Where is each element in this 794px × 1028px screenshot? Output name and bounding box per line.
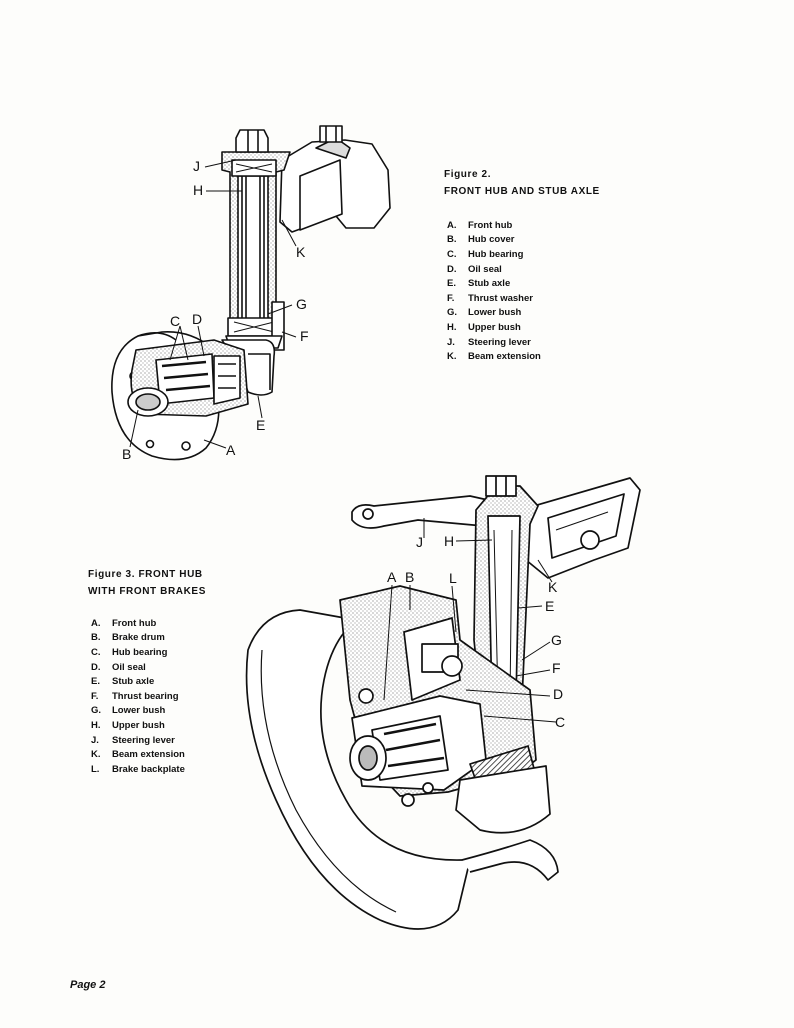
legend-key: C. bbox=[91, 646, 101, 658]
fig3-callout-k: K bbox=[548, 579, 558, 595]
fig2-callout-b: B bbox=[122, 446, 132, 462]
legend-text: Steering lever bbox=[468, 336, 531, 348]
fig2-callout-f: F bbox=[300, 328, 309, 344]
legend-item: G. Lower bush bbox=[447, 306, 541, 321]
fig3-callout-h: H bbox=[444, 533, 455, 549]
legend-key: E. bbox=[447, 278, 456, 290]
legend-text: Hub bearing bbox=[112, 646, 168, 658]
legend-key: E. bbox=[91, 676, 100, 688]
legend-key: F. bbox=[91, 690, 99, 702]
fig3-callout-d: D bbox=[553, 686, 564, 702]
legend-key: K. bbox=[91, 749, 101, 761]
legend-text: Brake backplate bbox=[112, 763, 185, 775]
legend-item: B. Brake drum bbox=[91, 631, 185, 646]
fig3-callout-l: L bbox=[449, 570, 457, 586]
legend-text: Stub axle bbox=[468, 278, 511, 290]
legend-item: E. Stub axle bbox=[91, 674, 185, 689]
fig2-callout-e: E bbox=[256, 417, 266, 433]
legend-key: D. bbox=[447, 263, 457, 275]
legend-item: F. Thrust bearing bbox=[91, 689, 185, 704]
fig2-callout-k: K bbox=[296, 244, 306, 260]
legend-text: Lower bush bbox=[112, 705, 166, 717]
figure3-leaders bbox=[383, 518, 557, 723]
fig2-callout-c: C bbox=[170, 313, 181, 329]
fig3-callout-f: F bbox=[552, 660, 561, 676]
legend-key: A. bbox=[447, 219, 457, 231]
legend-item: A. Front hub bbox=[91, 616, 185, 631]
figure3-drawing bbox=[245, 475, 641, 930]
fig3-callout-c: C bbox=[555, 714, 566, 730]
legend-key: H. bbox=[91, 719, 101, 731]
legend-text: Hub cover bbox=[468, 234, 515, 246]
legend-key: G. bbox=[91, 705, 102, 717]
legend-item: B. Hub cover bbox=[447, 233, 541, 248]
legend-key: D. bbox=[91, 661, 101, 673]
legend-item: G. Lower bush bbox=[91, 704, 185, 719]
legend-item: C. Hub bearing bbox=[91, 645, 185, 660]
legend-item: J. Steering lever bbox=[447, 335, 541, 350]
legend-item: E. Stub axle bbox=[447, 276, 541, 291]
legend-key: H. bbox=[447, 321, 457, 333]
legend-text: Front hub bbox=[468, 219, 513, 231]
fig2-callout-h: H bbox=[193, 182, 204, 198]
fig2-callout-j: J bbox=[193, 158, 200, 174]
legend-text: Steering lever bbox=[112, 734, 175, 746]
legend-text: Hub bearing bbox=[468, 248, 524, 260]
legend-text: Front hub bbox=[112, 617, 157, 629]
legend-item: F. Thrust washer bbox=[447, 291, 541, 306]
legend-item: D. Oil seal bbox=[91, 660, 185, 675]
legend-item: D. Oil seal bbox=[447, 262, 541, 277]
legend-item: K. Beam extension bbox=[91, 747, 185, 762]
figure2-drawing bbox=[111, 125, 391, 461]
legend-text: Thrust washer bbox=[468, 292, 533, 304]
figure2-leaders bbox=[129, 159, 297, 449]
fig3-callout-g: G bbox=[551, 632, 562, 648]
legend-key: J. bbox=[447, 336, 455, 348]
fig3-callout-j: J bbox=[416, 534, 423, 550]
fig3-callout-a: A bbox=[387, 569, 397, 585]
legend-text: Upper bush bbox=[112, 719, 165, 731]
brake-drum-b-fig3 bbox=[245, 609, 471, 930]
legend-key: A. bbox=[91, 617, 101, 629]
legend-key: F. bbox=[447, 292, 455, 304]
fig2-callout-d: D bbox=[192, 311, 203, 327]
legend-text: Upper bush bbox=[468, 321, 521, 333]
legend-text: Brake drum bbox=[112, 632, 165, 644]
legend-text: Beam extension bbox=[112, 749, 185, 761]
legend-key: C. bbox=[447, 248, 457, 260]
legend-item: H. Upper bush bbox=[447, 320, 541, 335]
figure2-caption: Figure 2. FRONT HUB AND STUB AXLE bbox=[444, 166, 600, 200]
page-number: Page 2 bbox=[70, 979, 106, 991]
figure3-caption-line1: Figure 3. FRONT HUB bbox=[88, 569, 203, 580]
fig3-callout-b: B bbox=[405, 569, 415, 585]
fig2-callout-a: A bbox=[226, 442, 236, 458]
legend-item: K. Beam extension bbox=[447, 349, 541, 364]
legend-item: L. Brake backplate bbox=[91, 762, 185, 777]
legend-key: B. bbox=[91, 632, 101, 644]
legend-key: K. bbox=[447, 351, 457, 363]
legend-item: H. Upper bush bbox=[91, 718, 185, 733]
fig3-callout-e: E bbox=[545, 598, 555, 614]
fig2-callout-g: G bbox=[296, 296, 307, 312]
legend-text: Lower bush bbox=[468, 307, 522, 319]
legend-key: J. bbox=[91, 734, 99, 746]
figure2-caption-line1: Figure 2. bbox=[444, 169, 492, 180]
legend-item: J. Steering lever bbox=[91, 733, 185, 748]
legend-text: Oil seal bbox=[112, 661, 146, 673]
figure3-caption-line2: WITH FRONT BRAKES bbox=[88, 586, 206, 597]
legend-text: Beam extension bbox=[468, 351, 541, 363]
legend-text: Stub axle bbox=[112, 676, 155, 688]
legend-key: B. bbox=[447, 234, 457, 246]
figure2-caption-line2: FRONT HUB AND STUB AXLE bbox=[444, 186, 600, 197]
legend-key: L. bbox=[91, 763, 100, 775]
legend-item: C. Hub bearing bbox=[447, 247, 541, 262]
figure3-caption: Figure 3. FRONT HUB WITH FRONT BRAKES bbox=[88, 566, 206, 600]
legend-item: A. Front hub bbox=[447, 218, 541, 233]
legend-text: Thrust bearing bbox=[112, 690, 179, 702]
legend-text: Oil seal bbox=[468, 263, 502, 275]
legend-key: G. bbox=[447, 307, 458, 319]
